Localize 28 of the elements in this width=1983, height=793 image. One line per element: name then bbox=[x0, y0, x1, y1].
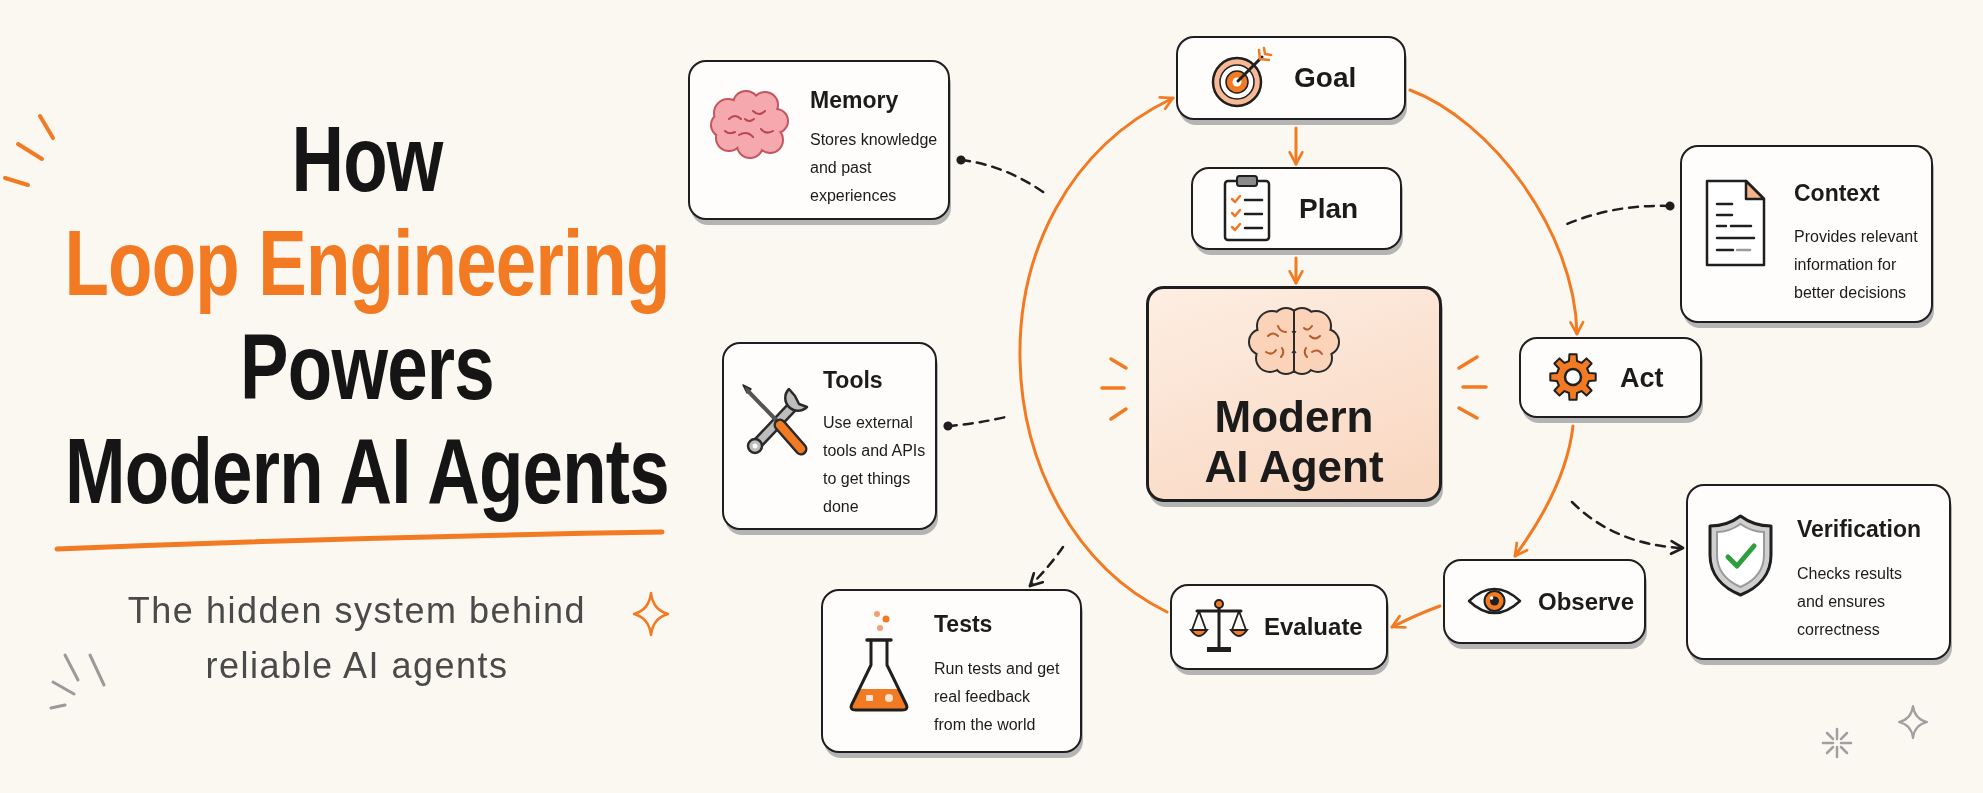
card-title: Tools bbox=[823, 366, 883, 394]
card-description: Use external tools and APIs to get things done bbox=[823, 413, 927, 517]
dashed-connector bbox=[1565, 201, 1675, 226]
card-description: Run tests and get real feedback from the world bbox=[934, 659, 1061, 735]
step-label: Act bbox=[1620, 361, 1664, 394]
page-title: How Loop Engineering Powers Modern AI Agents bbox=[63, 107, 671, 523]
card-description: Provides relevant information for better decisions bbox=[1794, 227, 1919, 303]
arrow bbox=[1018, 96, 1175, 614]
step-label: Evaluate bbox=[1264, 612, 1363, 642]
dashed-arrow bbox=[1570, 500, 1685, 555]
step-label: Goal bbox=[1294, 61, 1357, 95]
step-label: Plan bbox=[1299, 191, 1359, 226]
card-title: Verification bbox=[1797, 515, 1921, 543]
agent-label: Modern AI Agent bbox=[1203, 392, 1385, 492]
card-title: Context bbox=[1794, 179, 1880, 207]
card-description: Checks results and ensures correctness bbox=[1797, 564, 1903, 640]
arrow bbox=[1390, 604, 1442, 629]
card-description: Stores knowledge and past experiences bbox=[810, 130, 939, 206]
arrow bbox=[1288, 256, 1304, 285]
card-title: Memory bbox=[810, 86, 899, 114]
dashed-arrow bbox=[1028, 545, 1065, 588]
arrow bbox=[1408, 88, 1584, 336]
arrow bbox=[1288, 126, 1304, 166]
arrow bbox=[1513, 424, 1575, 558]
subtitle: The hidden system behind reliable AI agents bbox=[126, 589, 588, 688]
step-label: Observe bbox=[1538, 587, 1635, 616]
card-title: Tests bbox=[934, 610, 993, 638]
dashed-connector bbox=[943, 415, 1008, 431]
